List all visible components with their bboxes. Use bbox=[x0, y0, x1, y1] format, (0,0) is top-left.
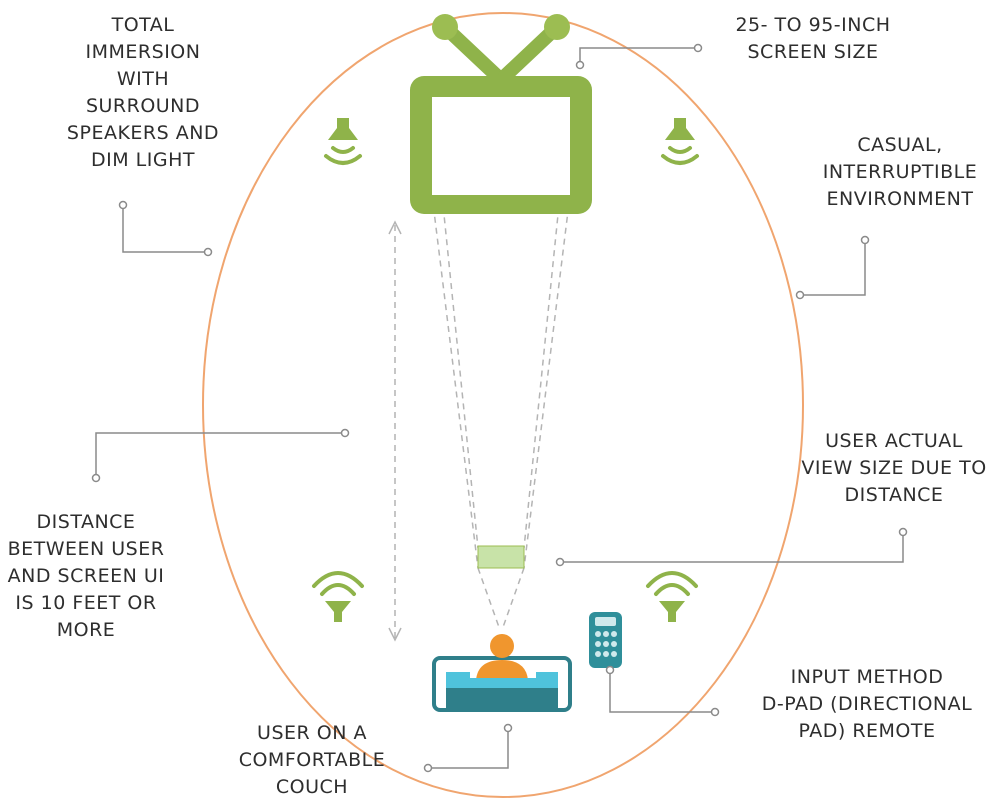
distance-arrow bbox=[388, 220, 402, 642]
speaker-icon bbox=[646, 571, 698, 622]
view-size-box bbox=[477, 545, 525, 569]
screen-size-label: 25- TO 95-INCH SCREEN SIZE bbox=[735, 14, 891, 63]
speaker-icon bbox=[312, 571, 364, 622]
television-icon bbox=[410, 14, 592, 214]
view-size-label: USER ACTUAL VIEW SIZE DUE TO DISTANCE bbox=[801, 430, 987, 506]
speaker-icon bbox=[324, 118, 362, 165]
connector-lines bbox=[95, 47, 904, 769]
environment-label: CASUAL, INTERRUPTIBLE ENVIRONMENT bbox=[822, 134, 978, 210]
distance-label: DISTANCE BETWEEN USER AND SCREEN UI IS 1… bbox=[7, 511, 165, 641]
connector-endpoints bbox=[91, 43, 908, 773]
environment-ellipse bbox=[202, 12, 804, 798]
sight-lines bbox=[431, 96, 571, 631]
input-method-label: INPUT METHOD D-PAD (DIRECTIONAL PAD) REM… bbox=[761, 666, 973, 742]
user-icon bbox=[476, 634, 528, 680]
remote-control-icon bbox=[589, 612, 622, 668]
couch-label: USER ON A COMFORTABLE COUCH bbox=[238, 722, 386, 798]
speaker-icon bbox=[661, 118, 699, 165]
immersion-label: TOTAL IMMERSION WITH SURROUND SPEAKERS A… bbox=[66, 14, 220, 171]
couch-cushion bbox=[446, 672, 558, 688]
